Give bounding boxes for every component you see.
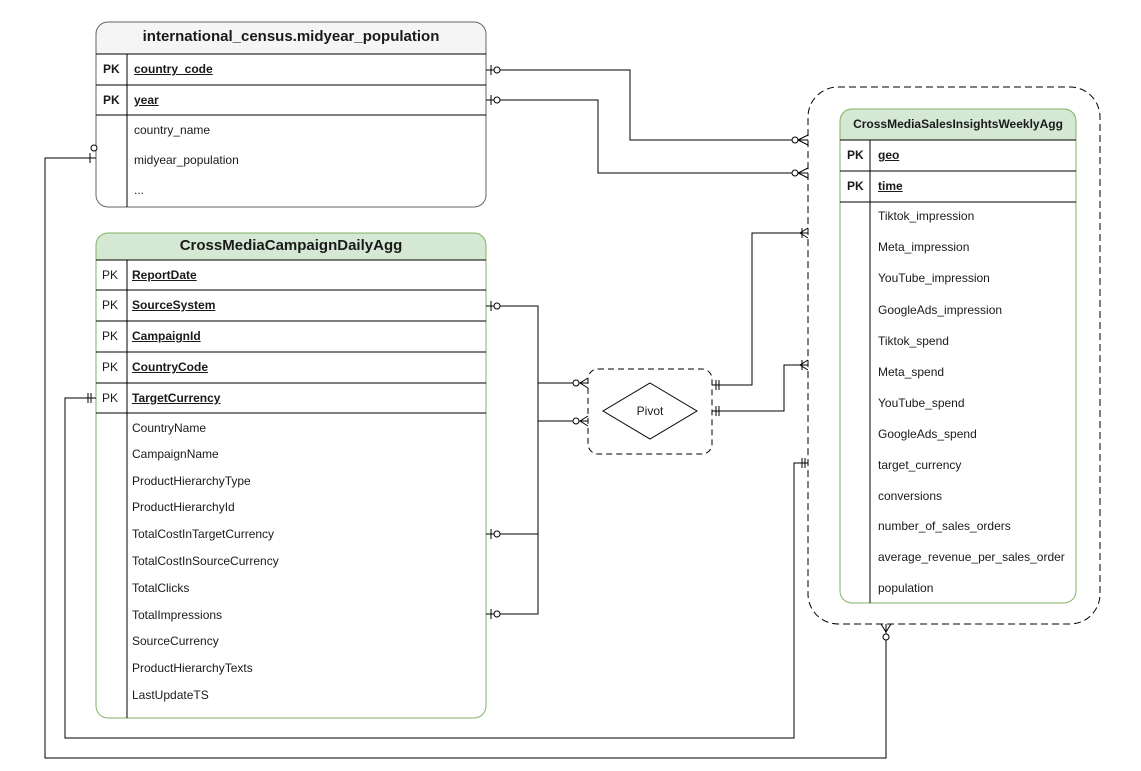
weekly-field[interactable]: population: [878, 581, 934, 595]
marker-circle: [90, 144, 98, 152]
campaign-key-country-code[interactable]: CountryCode: [132, 360, 208, 374]
weekly-dashed-group: [807, 86, 1101, 625]
weekly-field[interactable]: Tiktok_spend: [878, 334, 949, 348]
campaign-field[interactable]: TotalImpressions: [132, 608, 223, 622]
campaign-pk-label: PK: [102, 360, 119, 374]
campaign-field[interactable]: ProductHierarchyType: [132, 474, 251, 488]
marker-crowfoot: [799, 359, 809, 371]
campaign-field[interactable]: CampaignName: [132, 447, 219, 461]
weekly-pk-label: PK: [847, 148, 864, 162]
campaign-field[interactable]: CountryName: [132, 421, 207, 435]
census-field[interactable]: midyear_population: [134, 153, 239, 167]
weekly-field[interactable]: YouTube_spend: [878, 396, 965, 410]
connectors: [44, 69, 887, 759]
weekly-field[interactable]: average_revenue_per_sales_order: [878, 550, 1065, 564]
marker-crowfoot: [799, 227, 809, 239]
marker-crowfoot: [579, 415, 589, 427]
campaign-pk-label: PK: [102, 329, 119, 343]
campaign-pk-label: PK: [102, 268, 119, 282]
connector-year: [486, 99, 808, 174]
census-field[interactable]: ...: [134, 183, 145, 197]
weekly-field[interactable]: GoogleAds_spend: [878, 427, 977, 441]
campaign-field[interactable]: ProductHierarchyId: [132, 500, 235, 514]
census-header-bg: [96, 22, 486, 54]
weekly-field[interactable]: Meta_spend: [878, 365, 945, 379]
marker-circle: [791, 169, 799, 177]
campaign-title: CrossMediaCampaignDailyAgg: [179, 237, 403, 254]
connector-pivot-out-impressions: [712, 232, 808, 386]
campaign-field[interactable]: TotalCostInTargetCurrency: [132, 527, 275, 541]
campaign-key-source-system[interactable]: SourceSystem: [132, 298, 216, 312]
campaign-field[interactable]: SourceCurrency: [132, 634, 219, 648]
connector-target-currency: [64, 397, 808, 739]
marker-circle: [791, 136, 799, 144]
weekly-field[interactable]: number_of_sales_orders: [878, 519, 1011, 533]
connector-census-population: [44, 157, 887, 759]
census-key-country-code[interactable]: country_code: [134, 62, 213, 76]
campaign-field[interactable]: TotalClicks: [132, 581, 190, 595]
census-field[interactable]: country_name: [134, 123, 211, 137]
cardinality-markers: [87, 65, 892, 641]
marker-circle: [493, 302, 501, 310]
connector-country-code: [486, 69, 808, 141]
weekly-field[interactable]: GoogleAds_impression: [878, 303, 1003, 317]
marker-circle: [493, 96, 501, 104]
marker-circle: [493, 530, 501, 538]
pivot-label[interactable]: Pivot: [636, 404, 664, 418]
marker-circle: [572, 379, 580, 387]
marker-circle: [882, 633, 890, 641]
campaign-key-report-date[interactable]: ReportDate: [132, 268, 197, 282]
weekly-field[interactable]: YouTube_impression: [878, 271, 990, 285]
marker-circle: [572, 417, 580, 425]
weekly-border: [839, 108, 1077, 604]
marker-circle: [493, 610, 501, 618]
campaign-field[interactable]: LastUpdateTS: [132, 688, 209, 702]
weekly-pk-label: PK: [847, 179, 864, 193]
campaign-field[interactable]: TotalCostInSourceCurrency: [132, 554, 279, 568]
table-census[interactable]: [95, 21, 487, 208]
weekly-field[interactable]: Meta_impression: [878, 240, 970, 254]
census-title: international_census.midyear_population: [142, 28, 440, 45]
census-pk-label: PK: [103, 93, 120, 107]
table-weekly[interactable]: [839, 108, 1077, 604]
weekly-header-bg: [840, 109, 1076, 140]
weekly-field[interactable]: conversions: [878, 489, 943, 503]
campaign-border: [95, 232, 487, 719]
marker-circle: [493, 66, 501, 74]
connector-campaign-pivot-vertical: [486, 305, 539, 615]
campaign-pk-label: PK: [102, 391, 119, 405]
campaign-key-campaign-id[interactable]: CampaignId: [132, 329, 201, 343]
campaign-key-target-currency[interactable]: TargetCurrency: [132, 391, 221, 405]
weekly-field[interactable]: target_currency: [878, 458, 962, 472]
weekly-key-time[interactable]: time: [878, 179, 903, 193]
table-campaign[interactable]: [95, 232, 487, 719]
campaign-field[interactable]: ProductHierarchyTexts: [132, 661, 253, 675]
weekly-field[interactable]: Tiktok_impression: [878, 209, 975, 223]
weekly-key-geo[interactable]: geo: [878, 148, 900, 162]
census-key-year[interactable]: year: [134, 93, 159, 107]
campaign-pk-label: PK: [102, 298, 119, 312]
census-pk-label: PK: [103, 62, 120, 76]
marker-crowfoot: [880, 623, 892, 633]
weekly-title: CrossMediaSalesInsightsWeeklyAgg: [853, 117, 1063, 131]
connector-pivot-out-spend: [712, 364, 808, 412]
pivot-diamond: [602, 382, 698, 440]
marker-crowfoot: [579, 377, 589, 389]
campaign-header-bg: [96, 233, 486, 260]
